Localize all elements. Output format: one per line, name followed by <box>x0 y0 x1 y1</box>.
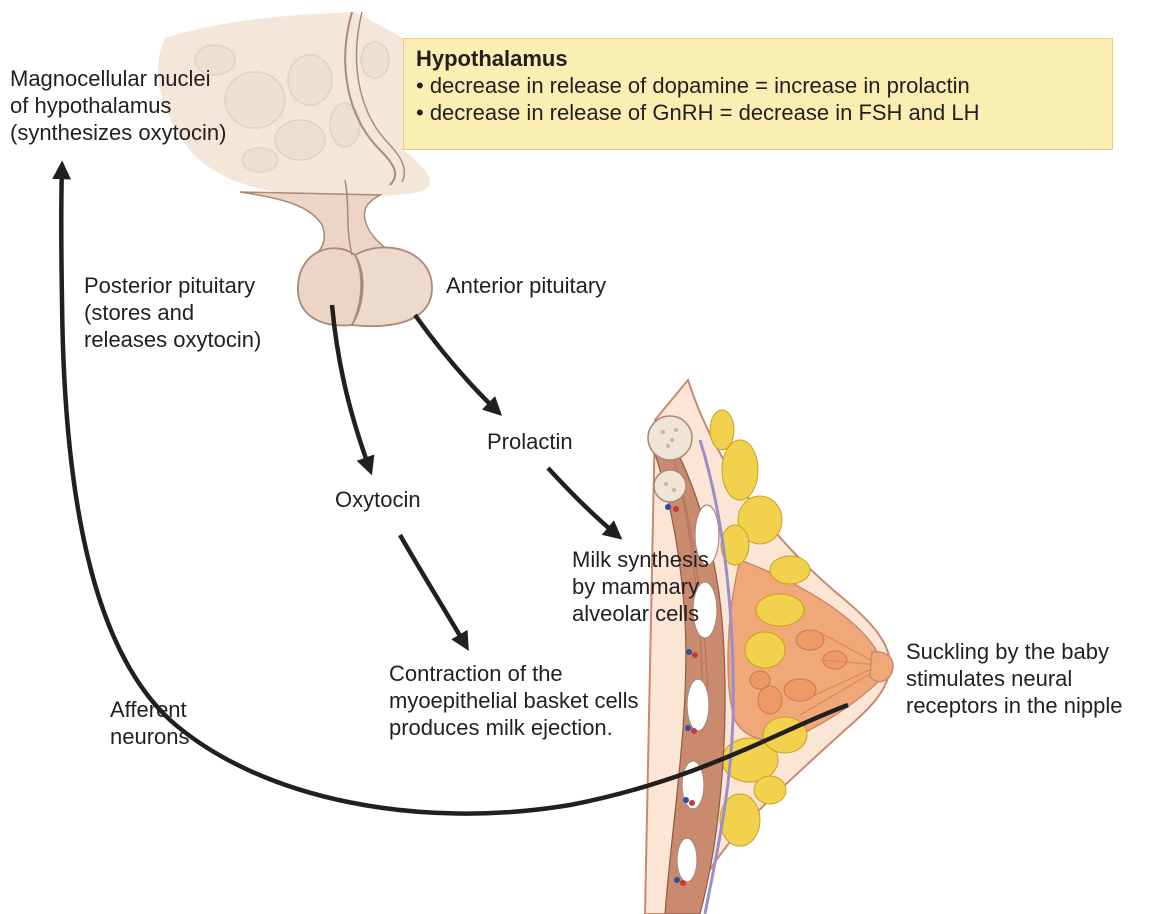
posterior-pituitary-lobe <box>298 248 361 325</box>
arrow-prolactin-to-milk-synthesis <box>548 468 618 536</box>
breast-illustration <box>645 380 893 914</box>
nipple <box>870 652 893 682</box>
posterior-pituitary-label: Posterior pituitary (stores and releases… <box>84 272 261 353</box>
arrow-posterior-to-oxytocin <box>332 305 370 470</box>
contraction-label: Contraction of the myoepithelial basket … <box>389 660 638 741</box>
arrow-anterior-to-prolactin <box>415 315 498 412</box>
afferent-neurons-label: Afferent neurons <box>110 696 190 750</box>
hypothalamus-box-item: • decrease in release of dopamine = incr… <box>416 72 1112 99</box>
magnocellular-nuclei-label: Magnocellular nuclei of hypothalamus (sy… <box>10 65 226 146</box>
pituitary-illustration <box>240 180 432 326</box>
suckling-label: Suckling by the baby stimulates neural r… <box>906 638 1122 719</box>
anterior-pituitary-lobe <box>352 247 432 326</box>
hypothalamus-box-title: Hypothalamus <box>416 45 1112 72</box>
arrow-oxytocin-to-contraction <box>400 535 466 646</box>
prolactin-label: Prolactin <box>487 428 573 455</box>
hypothalamus-info-box: Hypothalamus • decrease in release of do… <box>403 38 1113 150</box>
hypothalamus-box-item: • decrease in release of GnRH = decrease… <box>416 99 1112 126</box>
milk-synthesis-label: Milk synthesis by mammary alveolar cells <box>572 546 709 627</box>
oxytocin-label: Oxytocin <box>335 486 421 513</box>
anterior-pituitary-label: Anterior pituitary <box>446 272 606 299</box>
